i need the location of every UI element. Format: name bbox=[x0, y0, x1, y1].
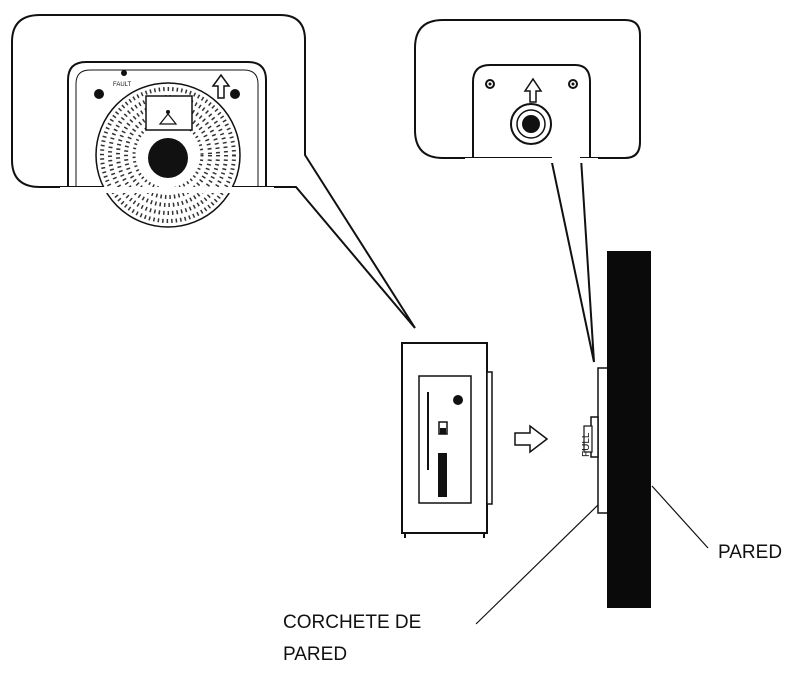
bracket-callout bbox=[414, 19, 641, 363]
detector-unit bbox=[401, 342, 493, 538]
bracket-up-arrow-icon bbox=[523, 77, 543, 103]
bracket-hook-center bbox=[522, 115, 540, 133]
bracket-side-text: FULL bbox=[581, 432, 592, 457]
mounting-hole-right bbox=[230, 89, 240, 99]
up-arrow-icon bbox=[211, 73, 231, 99]
detector-front-callout: FAULT bbox=[11, 14, 416, 329]
wall-assembly: FULL bbox=[581, 251, 651, 608]
wall bbox=[607, 251, 651, 608]
fault-indicator-dot bbox=[121, 70, 127, 76]
fault-indicator-text: FAULT bbox=[113, 82, 132, 88]
mounting-hole-left bbox=[94, 89, 104, 99]
callout-bubble-right bbox=[414, 19, 641, 363]
test-button-icon bbox=[148, 138, 188, 178]
bracket-leader-line bbox=[475, 504, 599, 625]
bracket-plate-outline bbox=[472, 64, 591, 158]
wall-leader-line bbox=[651, 485, 709, 549]
wall-bracket-label-line1: CORCHETE DE bbox=[283, 612, 422, 633]
detector-body-outline bbox=[67, 61, 267, 187]
wall-bracket-label-line2: PARED bbox=[283, 644, 348, 665]
wall-label: PARED bbox=[718, 542, 783, 563]
insert-arrow-icon bbox=[514, 424, 549, 454]
detector-indicator-icon bbox=[453, 395, 463, 405]
